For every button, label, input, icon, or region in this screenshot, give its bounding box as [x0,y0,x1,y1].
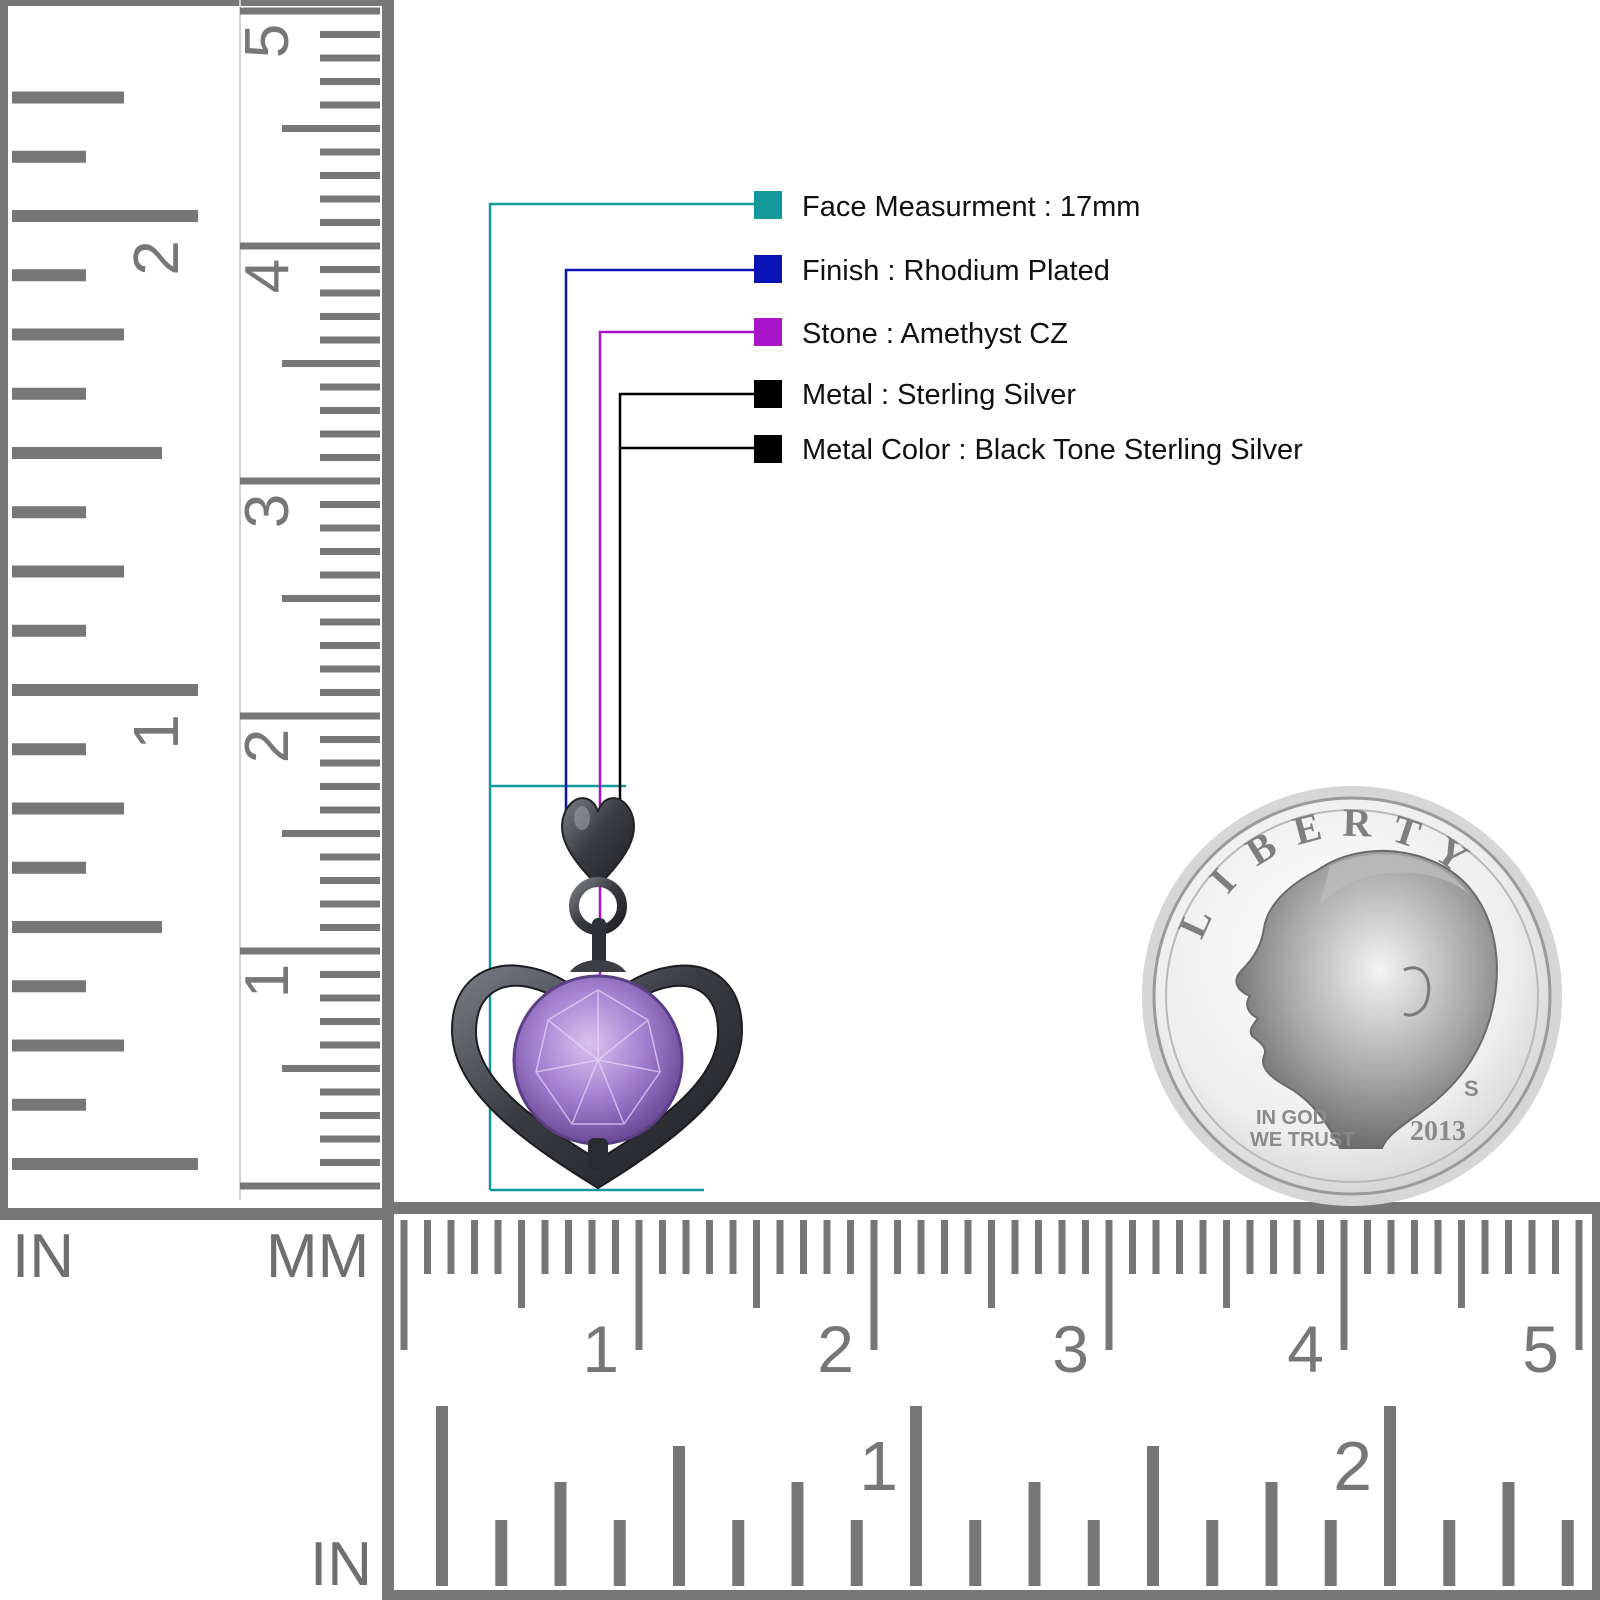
spec-leader-lines [488,202,756,1192]
inch-number: 2 [1333,1427,1372,1505]
vertical-mm-number: 5 [233,24,302,58]
vertical-ruler-frame [0,0,394,1220]
coin-motto-line2: WE TRUST [1250,1129,1354,1151]
mm-number: 3 [1052,1312,1089,1386]
vertical-inch-number: 1 [120,714,192,750]
metal-swatch [754,380,782,408]
vertical-mm-number: 4 [233,259,302,293]
pendant-stone-seat [570,960,626,972]
horizontal-mm-labels: 1 2 3 4 5 [582,1312,1559,1386]
vertical-inch-labels: 12 [120,240,192,750]
vertical-mm-number: 1 [233,964,302,998]
spec-metal: Metal : Sterling Silver [802,379,1076,411]
coin-year: 2013 [1410,1116,1466,1147]
heart-pendant-image [450,797,744,1190]
stone-facets [535,989,661,1125]
horizontal-mm-ticks [400,1220,1583,1350]
coin-legend-letter: R [1342,800,1373,846]
coin-portrait [1235,849,1498,1149]
coin-motto-line1: IN GOD [1256,1107,1327,1129]
vertical-mm-ticks [240,7,380,1190]
vertical-mm-number: 3 [233,494,302,528]
finish-leader [564,268,756,818]
coin-mint-mark: S [1464,1076,1479,1101]
inch-number: 1 [859,1427,898,1505]
coin-ear [1403,966,1431,1017]
stone-leader [598,330,756,1064]
stone-swatch [754,318,782,346]
coin-inner-rim [1165,809,1539,1183]
vertical-inch-ticks [12,91,198,1170]
spec-finish: Finish : Rhodium Plated [802,255,1110,287]
mm-number: 4 [1287,1312,1324,1386]
spec-face-measurement: Face Measurment : 17mm [802,191,1141,223]
ruler-unit-in-top: IN [12,1222,74,1291]
pendant-bail [561,797,635,888]
pendant-connector [592,918,606,968]
ruler-unit-mm: MM [266,1222,370,1291]
vertical-mm-labels: 1 2 3 4 5 [233,24,302,998]
metal-color-swatch [754,435,782,463]
mm-number: 1 [582,1312,619,1386]
metal-leader [618,392,756,822]
spec-swatches [754,191,782,463]
coin-hair [1320,854,1470,904]
horizontal-inch-ticks [436,1406,1574,1586]
vertical-mm-number: 2 [233,729,302,763]
spec-stone: Stone : Amethyst CZ [802,318,1068,350]
pendant-bail-highlight [574,806,590,830]
finish-swatch [754,255,782,283]
vertical-inch-number: 2 [120,240,192,276]
face-measurement-swatch [754,191,782,219]
ruler-unit-in-bottom: IN [310,1530,372,1599]
spec-metal-color: Metal Color : Black Tone Sterling Silver [802,434,1303,466]
pendant-prong-bottom [588,1138,608,1170]
mm-number: 2 [817,1312,854,1386]
mm-number: 5 [1522,1312,1559,1386]
face-measurement-leader [488,202,756,1192]
